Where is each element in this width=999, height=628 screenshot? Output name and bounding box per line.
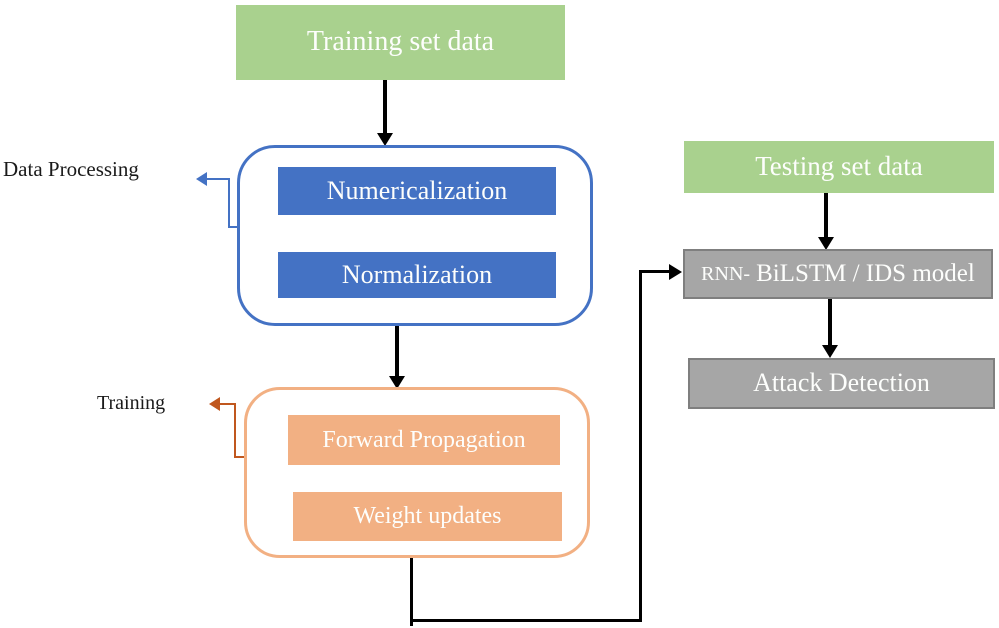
arrow-training-to-processing-line (383, 80, 387, 133)
arrow-testing-to-model-line (824, 193, 828, 237)
data-processing-label: Data Processing (3, 157, 139, 181)
training-bracket-hline (219, 403, 236, 405)
numericalization-label: Numericalization (326, 175, 508, 205)
arrow-down-icon (822, 345, 838, 358)
arrow-down-icon (389, 376, 405, 389)
training-bracket-jog (234, 456, 244, 458)
training-label: Training (97, 392, 166, 414)
training-container (244, 387, 590, 558)
attack-detection-label: Attack Detection (753, 368, 930, 398)
forward-propagation-node: Forward Propagation (288, 415, 560, 465)
rnn-model-rest-label: BiLSTM / IDS model (756, 260, 975, 288)
loop-connector-up-line (639, 270, 642, 622)
arrow-left-blue-icon (196, 172, 207, 186)
testing-set-data-label: Testing set data (755, 151, 923, 182)
training-bracket-vline (234, 403, 236, 458)
rnn-model-prefix-label: RNN- (701, 263, 751, 285)
arrow-left-orange-icon (209, 397, 220, 411)
arrow-processing-to-training-line (395, 326, 399, 376)
normalization-node: Normalization (278, 252, 556, 298)
attack-detection-node: Attack Detection (688, 358, 995, 409)
normalization-label: Normalization (341, 259, 493, 289)
arrow-right-icon (669, 264, 682, 280)
numericalization-node: Numericalization (278, 167, 556, 215)
loop-connector-bottom-line (410, 619, 642, 622)
data-processing-bracket-hline (206, 178, 230, 180)
data-processing-bracket-vline (228, 178, 230, 228)
training-set-data-node: Training set data (236, 5, 565, 80)
training-set-data-label: Training set data (306, 26, 495, 58)
data-processing-bracket-jog (228, 226, 238, 228)
arrow-model-to-detection-line (828, 299, 832, 345)
weight-updates-node: Weight updates (293, 492, 562, 541)
data-processing-container (237, 145, 593, 326)
loop-connector-down-line (410, 558, 413, 626)
loop-connector-into-model-line (639, 270, 669, 273)
testing-set-data-node: Testing set data (684, 141, 994, 193)
arrow-down-icon (818, 237, 834, 250)
weight-updates-label: Weight updates (353, 503, 502, 530)
forward-propagation-label: Forward Propagation (322, 426, 526, 453)
rnn-bilstm-ids-model-node: RNN- BiLSTM / IDS model (683, 249, 993, 299)
arrow-down-icon (377, 133, 393, 146)
